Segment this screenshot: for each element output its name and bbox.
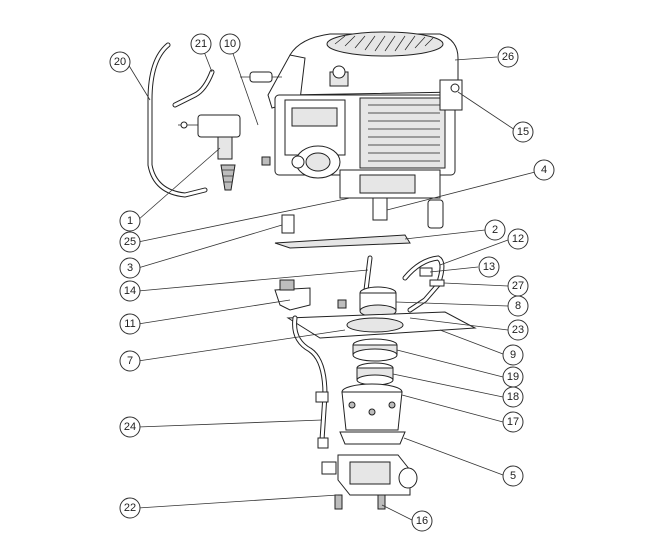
callout-18: 18 [502,386,524,408]
svg-text:24: 24 [124,421,136,433]
callout-22: 20 [109,51,131,73]
callout-7: 7 [119,350,141,372]
callout-8: 8 [507,295,529,317]
svg-text:9: 9 [510,349,516,361]
callout-15: 15 [512,121,534,143]
svg-text:18: 18 [507,391,519,403]
engine-assembly [240,31,463,199]
svg-text:11: 11 [124,318,135,330]
svg-text:12: 12 [512,233,524,245]
spacer-part [281,214,295,234]
callout-5: 5 [502,465,524,487]
callout-24: 24 [119,416,141,438]
svg-text:22: 22 [124,502,136,514]
callout-23: 21 [190,33,212,55]
svg-text:13: 13 [483,261,495,273]
callout-13: 13 [478,256,500,278]
callout-16: 16 [411,510,433,532]
plate-part [274,234,411,249]
svg-text:21: 21 [195,38,207,50]
svg-text:2: 2 [492,224,498,236]
svg-text:3: 3 [127,262,133,274]
callout-21: 23 [507,319,529,341]
callout-11: 11 [119,313,141,335]
callout-10: 10 [219,33,241,55]
svg-text:15: 15 [517,126,529,138]
callout-17: 17 [502,411,524,433]
callout-14: 14 [119,280,141,302]
svg-text:8: 8 [515,300,521,312]
callout-1: 1 [119,210,141,232]
svg-text:23: 23 [512,324,524,336]
svg-text:27: 27 [512,280,524,292]
callout-27: 27 [507,275,529,297]
shaft-spacer-part [372,197,444,229]
callout-25: 25 [119,231,141,253]
svg-text:7: 7 [127,355,133,367]
hydraulic-assembly [274,255,477,510]
svg-text:10: 10 [224,38,236,50]
callout-9: 9 [502,344,524,366]
callout-20: 22 [119,497,141,519]
callout-12: 12 [507,228,529,250]
svg-text:16: 16 [416,515,428,527]
svg-text:1: 1 [127,215,133,227]
callout-2: 2 [484,219,506,241]
callout-4: 4 [533,159,555,181]
svg-text:4: 4 [541,164,547,176]
svg-text:5: 5 [510,470,516,482]
leader-lines [127,43,544,521]
svg-text:19: 19 [507,371,519,383]
callout-3: 3 [119,257,141,279]
callout-19: 19 [502,366,524,388]
svg-text:14: 14 [124,285,136,297]
fuel-hose-assembly [147,42,241,198]
svg-text:26: 26 [502,51,514,63]
svg-text:17: 17 [507,416,519,428]
svg-text:20: 20 [114,56,126,68]
svg-text:25: 25 [124,236,136,248]
callout-26: 26 [497,46,519,68]
